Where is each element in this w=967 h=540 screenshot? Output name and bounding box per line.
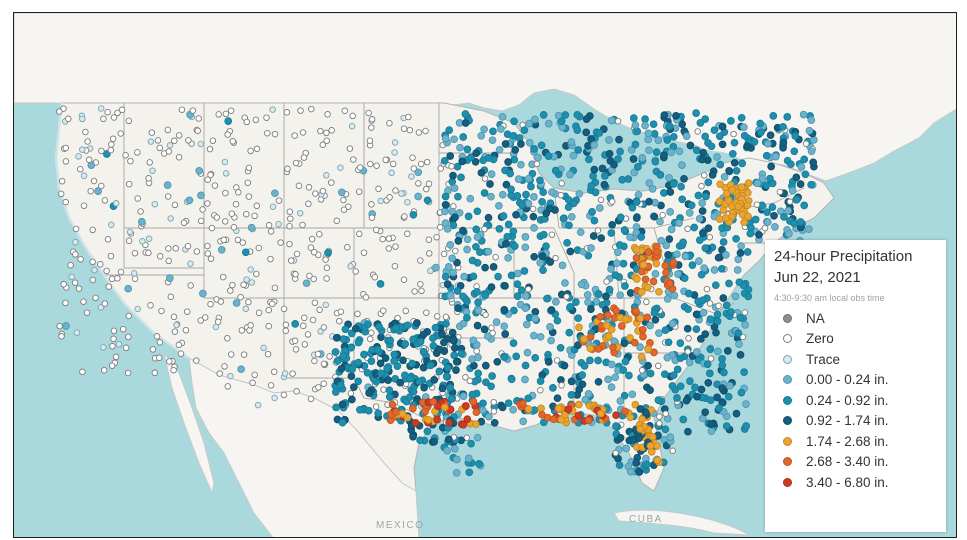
legend-subtitle: 4:30-9:30 am local obs time bbox=[774, 293, 885, 303]
precipitation-map[interactable]: MEXICO CUBA bbox=[13, 12, 957, 538]
map-label-cuba: CUBA bbox=[629, 514, 663, 525]
map-label-mexico: MEXICO bbox=[376, 520, 424, 531]
legend-label: 0.00 - 0.24 in. bbox=[806, 372, 889, 388]
legend-swatch-icon bbox=[783, 416, 792, 426]
legend-label: NA bbox=[806, 310, 825, 326]
legend-swatch-icon bbox=[783, 354, 792, 364]
legend-swatch-icon bbox=[783, 477, 792, 487]
legend-label: 2.68 - 3.40 in. bbox=[806, 454, 889, 470]
legend-item: 0.24 - 0.92 in. bbox=[774, 390, 936, 411]
legend-item: 0.00 - 0.24 in. bbox=[774, 370, 936, 391]
great-lakes bbox=[521, 97, 742, 195]
legend-label: 0.92 - 1.74 in. bbox=[806, 413, 889, 429]
legend-item: Trace bbox=[774, 349, 936, 370]
legend-item: NA bbox=[774, 308, 936, 329]
legend-label: Zero bbox=[806, 331, 834, 347]
legend-swatch-icon bbox=[783, 334, 792, 344]
legend-item: Zero bbox=[774, 329, 936, 350]
legend-item: 0.92 - 1.74 in. bbox=[774, 411, 936, 432]
legend-swatch-icon bbox=[783, 395, 792, 405]
legend-item: 1.74 - 2.68 in. bbox=[774, 431, 936, 452]
legend-swatch-icon bbox=[783, 457, 792, 467]
legend-item: 2.68 - 3.40 in. bbox=[774, 452, 936, 473]
precipitation-legend: 24-hour Precipitation Jun 22, 2021 4:30-… bbox=[765, 240, 946, 532]
legend-label: Trace bbox=[806, 351, 841, 367]
legend-swatch-icon bbox=[783, 375, 792, 385]
legend-label: 1.74 - 2.68 in. bbox=[806, 433, 889, 449]
legend-date: Jun 22, 2021 bbox=[774, 269, 861, 286]
station-markers bbox=[56, 105, 818, 477]
legend-swatch-icon bbox=[783, 313, 792, 323]
legend-label: 0.24 - 0.92 in. bbox=[806, 392, 889, 408]
map-canvas: MEXICO CUBA bbox=[14, 13, 956, 537]
legend-label: 3.40 - 6.80 in. bbox=[806, 474, 889, 490]
legend-title: 24-hour Precipitation bbox=[774, 248, 913, 265]
mexico-landmass bbox=[163, 352, 420, 537]
cuba-landmass bbox=[613, 509, 750, 536]
legend-item: 3.40 - 6.80 in. bbox=[774, 472, 936, 493]
legend-swatch-icon bbox=[783, 436, 792, 446]
